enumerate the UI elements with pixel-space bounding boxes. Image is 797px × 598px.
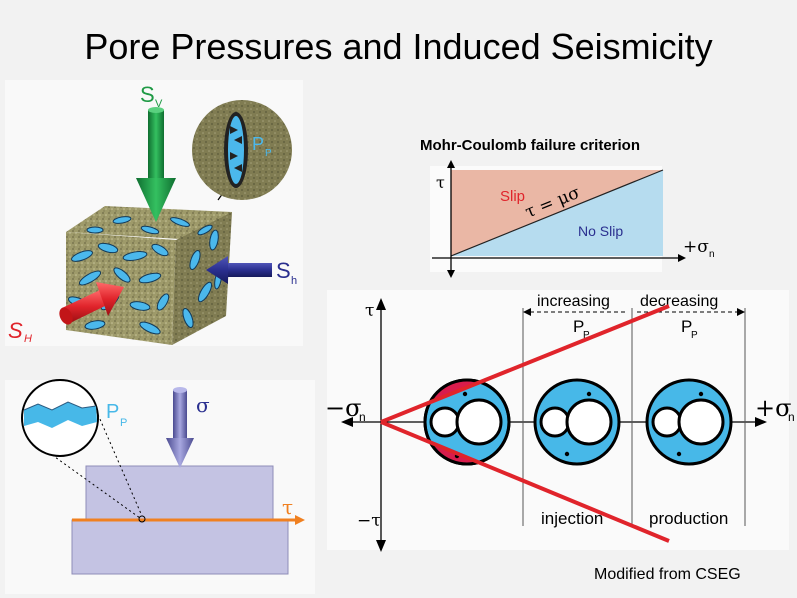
tau-axis-label-small: τ [436, 173, 445, 192]
rock-block-top [66, 206, 232, 240]
no-slip-label: No Slip [578, 223, 623, 239]
plus-sigma-n-subscript: n [788, 410, 795, 424]
sigma-label: σ [196, 393, 210, 417]
sh-subscript: h [291, 275, 297, 287]
pp-subscript-block: P [265, 148, 272, 159]
sigma-n-subscript-small: n [709, 249, 715, 260]
pp-label-right: P [681, 317, 692, 336]
decreasing-label: decreasing [640, 293, 718, 310]
mohr-circle-production [645, 378, 733, 466]
pp-label-block: P [252, 134, 264, 154]
sv-label: S [140, 82, 155, 107]
sH-arrow [59, 282, 124, 325]
mohr-circle-diagram: increasing decreasing P P P P τ −τ [325, 290, 795, 552]
upper-block [85, 465, 274, 521]
pp-subscript-left: P [583, 330, 590, 341]
tau-axis-label-bottom: −τ [357, 511, 381, 531]
slide-title: Pore Pressures and Induced Seismicity [84, 26, 713, 67]
sh-arrow [206, 256, 272, 284]
fault-plane-diagram: P P σ τ [5, 379, 315, 594]
sigma-n-axis-label-small: +σ [683, 237, 709, 257]
failure-envelope-lower [380, 420, 670, 543]
mohr-circle-middle [533, 378, 621, 466]
slip-label: Slip [500, 188, 525, 205]
normal-stress-arrow [166, 387, 194, 468]
lower-block [71, 519, 289, 575]
mohr-coulomb-title: Mohr-Coulomb failure criterion [420, 137, 641, 154]
sH-subscript: H [24, 333, 32, 345]
plus-sigma-n-label: +σ [755, 394, 792, 422]
sh-label: S [276, 258, 291, 283]
tau-axis-label-top: τ [365, 301, 374, 321]
sv-arrow [136, 107, 176, 222]
pp-label-fault: P [106, 401, 119, 423]
pp-label-left: P [573, 317, 584, 336]
minus-sigma-n-subscript: n [359, 410, 366, 424]
minus-sigma-n-label: −σ [325, 394, 362, 422]
sv-subscript: V [155, 98, 163, 110]
production-label: production [649, 509, 728, 528]
failure-envelope-upper [380, 304, 670, 424]
increasing-label: increasing [537, 293, 610, 310]
injection-label: injection [541, 509, 603, 528]
stress-block-diagram: S V S h S H P P [5, 80, 303, 346]
pp-subscript-right: P [691, 330, 698, 341]
pp-subscript-fault: P [120, 417, 127, 429]
mohr-coulomb-criterion: τ Slip No Slip τ = μσ +σ n [430, 160, 715, 278]
sH-label: S [8, 318, 23, 343]
pore-pressure-arrows [230, 126, 242, 172]
tau-label-fault: τ [282, 495, 293, 519]
source-credit: Modified from CSEG [594, 566, 741, 583]
